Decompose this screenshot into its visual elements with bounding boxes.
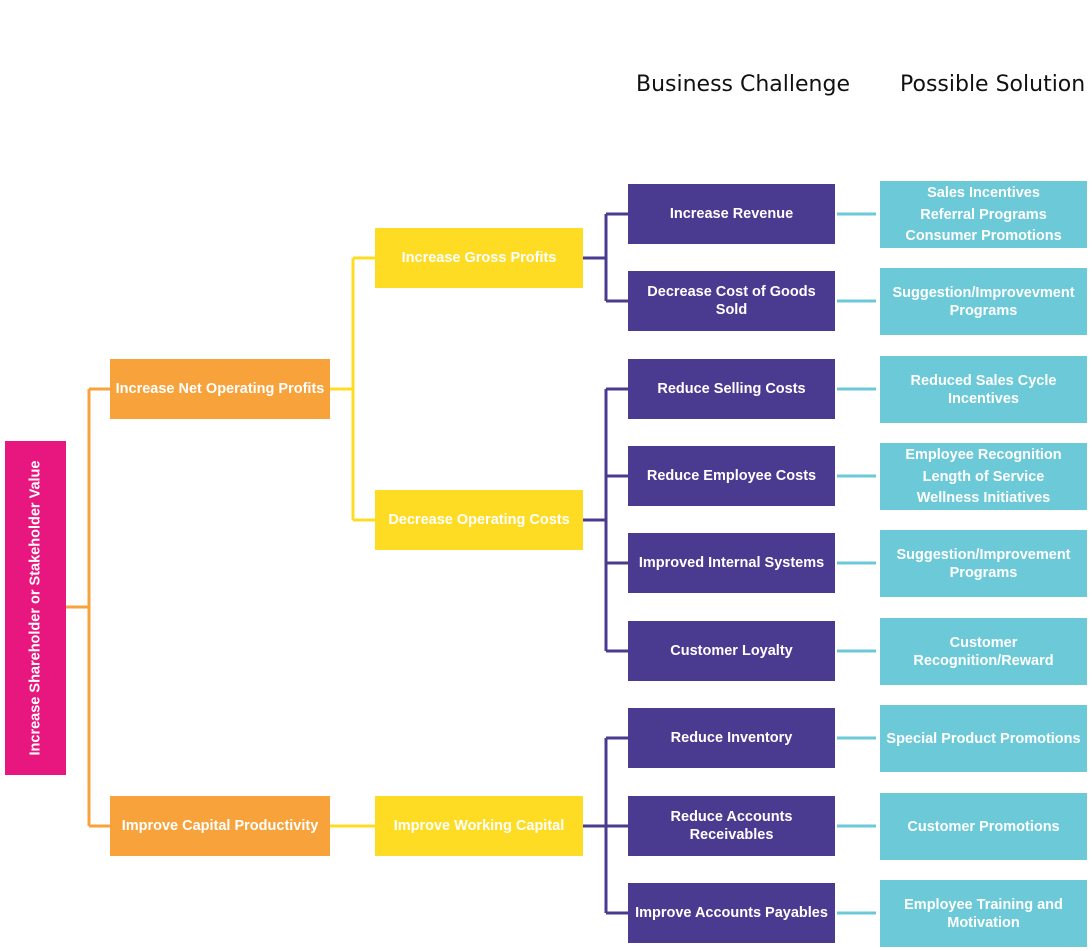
challenge-improved-internal-systems: Improved Internal Systems — [628, 533, 835, 593]
solution-line: Customer Promotions — [907, 818, 1060, 835]
solution-line: Programs — [949, 564, 1018, 581]
solution-improve-accounts-payables: Employee Training and Motivation — [880, 880, 1087, 947]
solution-line: Programs — [949, 302, 1018, 319]
node-decrease-operating-costs: Decrease Operating Costs — [375, 490, 583, 550]
solution-line: Referral Programs — [920, 206, 1047, 223]
node-increase-net-operating-profits: Increase Net Operating Profits — [110, 359, 330, 419]
node-improve-working-capital: Improve Working Capital — [375, 796, 583, 856]
solution-line: Special Product Promotions — [886, 730, 1081, 747]
challenge-reduce-inventory: Reduce Inventory — [628, 708, 835, 768]
solution-line: Employee Training and — [904, 896, 1063, 913]
challenge-increase-revenue: Increase Revenue — [628, 184, 835, 244]
root-node: Increase Shareholder or Stakeholder Valu… — [5, 441, 66, 775]
node-improve-capital-productivity: Improve Capital Productivity — [110, 796, 330, 856]
solution-improved-internal-systems: Suggestion/Improvement Programs — [880, 530, 1087, 597]
node-increase-gross-profits: Increase Gross Profits — [375, 228, 583, 288]
solution-line: Suggestion/Improvement — [896, 546, 1071, 563]
challenge-reduce-selling-costs: Reduce Selling Costs — [628, 359, 835, 419]
solution-line: Motivation — [947, 914, 1020, 931]
header-business-challenge: Business Challenge — [636, 72, 850, 97]
challenge-improve-accounts-payables: Improve Accounts Payables — [628, 883, 835, 943]
challenge-reduce-employee-costs: Reduce Employee Costs — [628, 446, 835, 506]
solution-reduce-inventory: Special Product Promotions — [880, 705, 1087, 772]
challenge-decrease-cost-of-goods-sold: Decrease Cost of Goods Sold — [628, 271, 835, 331]
solution-line: Reduced Sales Cycle — [910, 372, 1057, 389]
root-node-label: Increase Shareholder or Stakeholder Valu… — [27, 460, 44, 756]
solution-customer-loyalty: Customer Recognition/Reward — [880, 618, 1087, 685]
solution-increase-revenue: Sales Incentives Referral Programs Consu… — [880, 181, 1087, 248]
solution-reduce-accounts-receivables: Customer Promotions — [880, 793, 1087, 860]
solution-reduce-employee-costs: Employee Recognition Length of Service W… — [880, 443, 1087, 510]
solution-decrease-cost-of-goods-sold: Suggestion/Improvevment Programs — [880, 268, 1087, 335]
solution-line: Incentives — [948, 390, 1019, 407]
challenge-reduce-accounts-receivables: Reduce Accounts Receivables — [628, 796, 835, 856]
solution-line: Customer — [949, 634, 1018, 651]
solution-reduce-selling-costs: Reduced Sales Cycle Incentives — [880, 356, 1087, 423]
solution-line: Length of Service — [922, 468, 1045, 485]
challenge-customer-loyalty: Customer Loyalty — [628, 621, 835, 681]
solution-line: Recognition/Reward — [913, 652, 1054, 669]
solution-line: Consumer Promotions — [905, 228, 1062, 244]
header-possible-solution: Possible Solution — [900, 72, 1086, 97]
solution-line: Sales Incentives — [927, 185, 1040, 201]
solution-line: Suggestion/Improvevment — [892, 284, 1075, 301]
solution-line: Wellness Initiatives — [916, 490, 1051, 506]
solution-line: Employee Recognition — [905, 447, 1062, 463]
